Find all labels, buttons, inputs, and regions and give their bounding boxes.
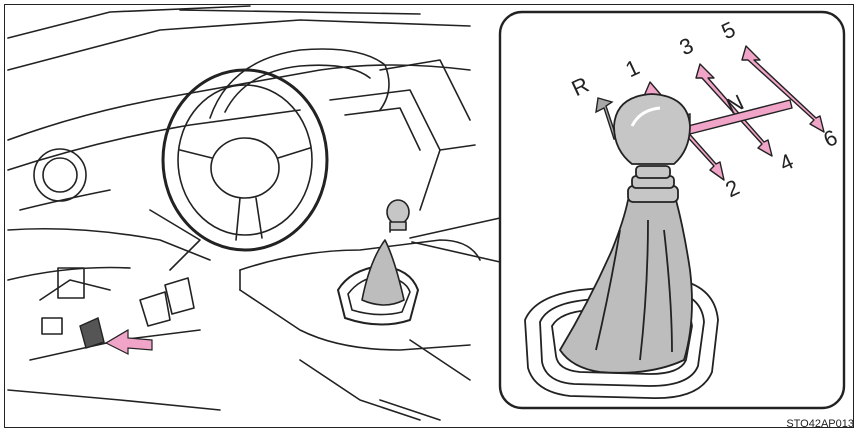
clutch-pedal [80,318,152,354]
figure-code: STO42AP013 [786,418,854,430]
clutch-arrow [106,330,152,354]
dashboard-overview [8,6,500,420]
